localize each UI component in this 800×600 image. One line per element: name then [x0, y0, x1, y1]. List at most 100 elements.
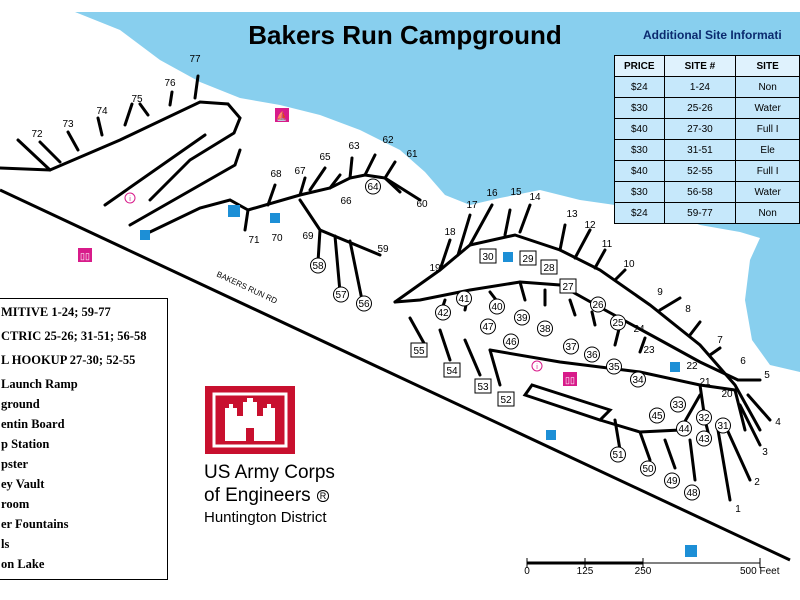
campsite-17[interactable]: 17	[466, 200, 478, 211]
campsite-75[interactable]: 75	[131, 94, 143, 105]
campsite-32[interactable]: 32	[696, 409, 712, 426]
campsite-10[interactable]: 10	[623, 259, 635, 270]
campsite-49[interactable]: 49	[664, 472, 680, 489]
campsite-number: 1	[735, 504, 741, 515]
campsite-43[interactable]: 43	[696, 430, 712, 447]
campsite-70[interactable]: 70	[271, 233, 283, 244]
campsite-56[interactable]: 56	[356, 295, 372, 312]
campsite-number: 43	[698, 434, 710, 445]
campsite-29[interactable]: 29	[519, 250, 537, 266]
campsite-48[interactable]: 48	[684, 484, 700, 501]
campsite-5[interactable]: 5	[764, 370, 770, 381]
campsite-47[interactable]: 47	[480, 318, 496, 335]
campsite-41[interactable]: 41	[456, 290, 472, 307]
campsite-circle	[610, 314, 626, 331]
campsite-45[interactable]: 45	[649, 407, 665, 424]
campsite-65[interactable]: 65	[319, 152, 331, 163]
campsite-67[interactable]: 67	[294, 166, 306, 177]
campsite-72[interactable]: 72	[31, 129, 43, 140]
campsite-54[interactable]: 54	[443, 362, 461, 378]
campsite-60[interactable]: 60	[416, 199, 428, 210]
campsite-number: 50	[642, 464, 654, 475]
campsite-22[interactable]: 22	[686, 361, 698, 372]
campsite-33[interactable]: 33	[670, 396, 686, 413]
campsite-39[interactable]: 39	[514, 309, 530, 326]
campsite-63[interactable]: 63	[348, 141, 360, 152]
campsite-number: 58	[312, 261, 324, 272]
campsite-19[interactable]: 19	[429, 263, 441, 274]
restroom-icon: ▯▯	[78, 248, 92, 262]
campsite-3[interactable]: 3	[762, 447, 768, 458]
campsite-36[interactable]: 36	[584, 346, 600, 363]
campsite-4[interactable]: 4	[775, 417, 781, 428]
campsite-73[interactable]: 73	[62, 119, 74, 130]
campsite-16[interactable]: 16	[486, 188, 498, 199]
table-cell: 1-24	[663, 76, 737, 98]
campsite-11[interactable]: 11	[602, 239, 613, 250]
campsite-62[interactable]: 62	[382, 135, 394, 146]
campsite-7[interactable]: 7	[717, 335, 723, 346]
campsite-69[interactable]: 69	[302, 231, 314, 242]
campsite-34[interactable]: 34	[630, 371, 646, 388]
campsite-37[interactable]: 37	[563, 338, 579, 355]
campsite-64[interactable]: 64	[365, 178, 381, 195]
scale-tick-label: 125	[577, 566, 594, 577]
campsite-68[interactable]: 68	[270, 169, 282, 180]
campsite-6[interactable]: 6	[740, 356, 746, 367]
campsite-1[interactable]: 1	[735, 504, 741, 515]
campsite-circle	[489, 298, 505, 315]
campsite-50[interactable]: 50	[640, 460, 656, 477]
campsite-8[interactable]: 8	[685, 304, 691, 315]
campsite-44[interactable]: 44	[676, 420, 692, 437]
campsite-61[interactable]: 61	[406, 149, 418, 160]
campsite-14[interactable]: 14	[529, 192, 541, 203]
campsite-18[interactable]: 18	[444, 227, 456, 238]
campsite-59[interactable]: 59	[377, 244, 389, 255]
campsite-74[interactable]: 74	[96, 106, 108, 117]
campsite-71[interactable]: 71	[248, 235, 260, 246]
campsite-42[interactable]: 42	[435, 304, 451, 321]
campsite-20[interactable]: 20	[721, 389, 733, 400]
campsite-55[interactable]: 55	[410, 342, 428, 358]
campsite-28[interactable]: 28	[540, 259, 558, 275]
campsite-35[interactable]: 35	[606, 358, 622, 375]
campsite-66[interactable]: 66	[340, 196, 352, 207]
campsite-number: 69	[302, 231, 314, 242]
campsite-24[interactable]: 24	[633, 324, 645, 335]
campsite-13[interactable]: 13	[566, 209, 578, 220]
table-cell: 59-77	[663, 202, 737, 224]
campsite-77[interactable]: 77	[189, 54, 201, 65]
campsite-58[interactable]: 58	[310, 257, 326, 274]
campsite-57[interactable]: 57	[333, 286, 349, 303]
water-fountain-icon	[503, 252, 513, 262]
dump-station-icon	[228, 205, 240, 217]
campsite-38[interactable]: 38	[537, 320, 553, 337]
campsite-40[interactable]: 40	[489, 298, 505, 315]
campsite-76[interactable]: 76	[164, 78, 176, 89]
restroom-icon: ▯▯	[563, 372, 577, 386]
campsite-2[interactable]: 2	[754, 477, 760, 488]
campsite-52[interactable]: 52	[497, 391, 515, 407]
campsite-27[interactable]: 27	[559, 278, 577, 294]
campsite-15[interactable]: 15	[510, 187, 522, 198]
campsite-number: 29	[522, 254, 534, 265]
campsite-number: 38	[539, 324, 551, 335]
scale-tick-label: 0	[524, 566, 530, 577]
campsite-number: 70	[271, 233, 283, 244]
campsite-30[interactable]: 30	[479, 248, 497, 264]
campsite-51[interactable]: 51	[610, 446, 626, 463]
campsite-21[interactable]: 21	[699, 377, 711, 388]
campsite-number: 47	[482, 322, 494, 333]
campsite-number: 6	[740, 356, 746, 367]
campsite-23[interactable]: 23	[643, 345, 655, 356]
campsite-46[interactable]: 46	[503, 333, 519, 350]
campsite-25[interactable]: 25	[610, 314, 626, 331]
campsite-9[interactable]: 9	[657, 287, 663, 298]
campsite-53[interactable]: 53	[474, 378, 492, 394]
campsite-26[interactable]: 26	[590, 296, 606, 313]
campsite-12[interactable]: 12	[584, 220, 596, 231]
campsite-circle	[715, 417, 731, 434]
campsite-31[interactable]: 31	[715, 417, 731, 434]
campsite-number: 45	[651, 411, 663, 422]
